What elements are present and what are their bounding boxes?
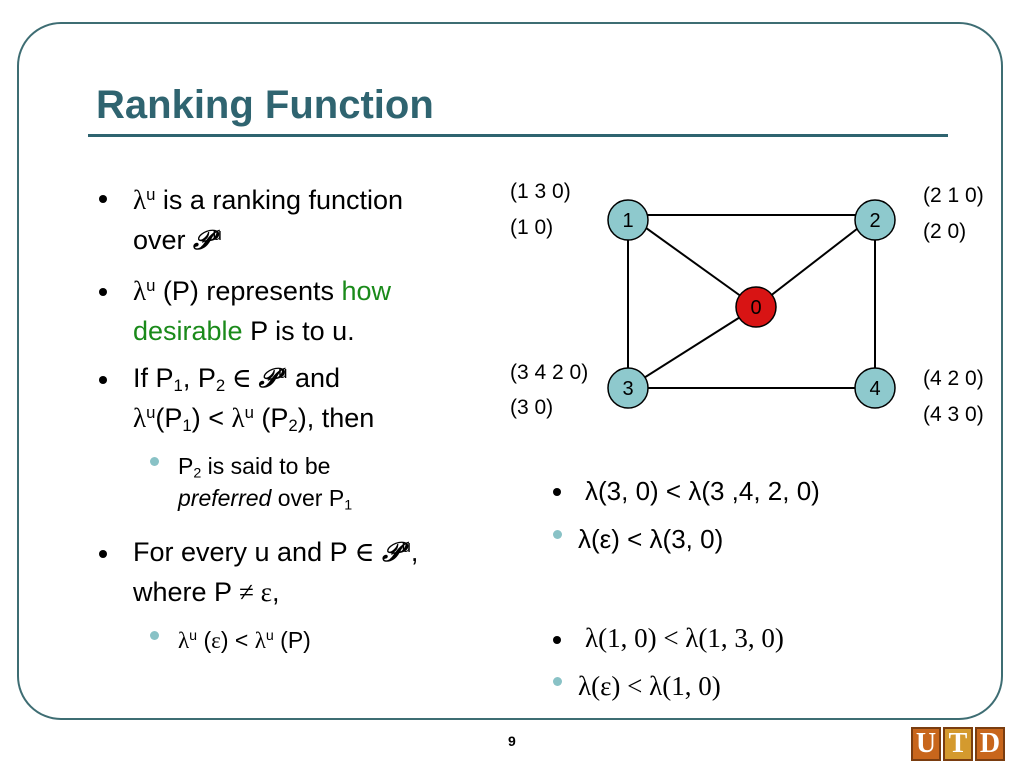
node-2-path-short: (2 0) xyxy=(923,220,967,243)
slide-frame xyxy=(17,22,1003,720)
edge-3-0 xyxy=(627,306,757,389)
bullet-dot xyxy=(553,488,561,496)
node-3-label: 3 xyxy=(622,378,633,400)
comparison-eps-1-0: λ(ε) < λ(1, 0) xyxy=(578,671,721,701)
node-4-path-long: (4 2 0) xyxy=(923,367,984,390)
node-4-path-short: (4 3 0) xyxy=(923,403,984,426)
sub-bullet-epsilon: λu (ε) < λu (P) xyxy=(178,627,311,653)
bullet-dot xyxy=(553,636,561,644)
node-2-circle xyxy=(854,199,896,241)
bullet-dot xyxy=(99,376,107,384)
node-1: 1 xyxy=(607,199,649,241)
logo-letter-u: U xyxy=(911,727,941,761)
node-4-label: 4 xyxy=(869,378,880,400)
node-1-circle xyxy=(607,199,649,241)
sub-bullet-dot xyxy=(150,457,159,466)
sub-bullet-dot xyxy=(553,677,562,686)
node-0-label: 0 xyxy=(750,297,761,319)
bullet-represents: λu (P) represents how desirable P is to … xyxy=(133,275,391,346)
node-2-path-long: (2 1 0) xyxy=(923,184,984,207)
node-1-path-long: (1 3 0) xyxy=(510,180,571,203)
node-2-label: 2 xyxy=(869,210,880,232)
node-4-circle xyxy=(854,367,896,409)
page-number: 9 xyxy=(508,733,516,749)
bullet-dot xyxy=(99,550,107,558)
comparison-eps-3-0: λ(ε) < λ(3, 0) xyxy=(578,524,724,554)
comparison-3-0: λ(3, 0) < λ(3 ,4, 2, 0) xyxy=(585,476,820,506)
bullet-dot xyxy=(99,195,107,203)
sub-bullet-dot xyxy=(553,530,562,539)
utd-logo: U T D xyxy=(911,727,1005,761)
node-0-circle xyxy=(735,286,777,328)
edge-1-0 xyxy=(627,214,757,308)
edge-2-0 xyxy=(755,214,876,308)
sub-bullet-dot xyxy=(150,631,159,640)
node-4: 4 xyxy=(854,367,896,409)
sub-bullet-preferred: P2 is said to be preferred over P1 xyxy=(178,453,353,514)
logo-letter-d: D xyxy=(975,727,1005,761)
bullet-dot xyxy=(99,288,107,296)
node-2: 2 xyxy=(854,199,896,241)
title-underline xyxy=(88,134,948,137)
node-1-label: 1 xyxy=(622,210,633,232)
node-3: 3 xyxy=(607,367,649,409)
comparison-1-0: λ(1, 0) < λ(1, 3, 0) xyxy=(585,623,784,653)
bullet-for-every-u: For every u and P ∈ 𝒫u, where P ≠ ε, xyxy=(133,536,419,607)
node-3-circle xyxy=(607,367,649,409)
node-3-path-long: (3 4 2 0) xyxy=(510,361,589,384)
bullet-ranking-function: λu is a ranking function over 𝒫u xyxy=(133,184,404,255)
node-1-path-short: (1 0) xyxy=(510,216,554,239)
slide-title: Ranking Function xyxy=(96,83,434,127)
logo-letter-t: T xyxy=(943,727,973,761)
bullet-if-p1-p2: If P1, P2 ∈ 𝒫u and λu(P1) < λu (P2), the… xyxy=(133,362,375,436)
node-3-path-short: (3 0) xyxy=(510,396,554,419)
node-0: 0 xyxy=(735,286,777,328)
